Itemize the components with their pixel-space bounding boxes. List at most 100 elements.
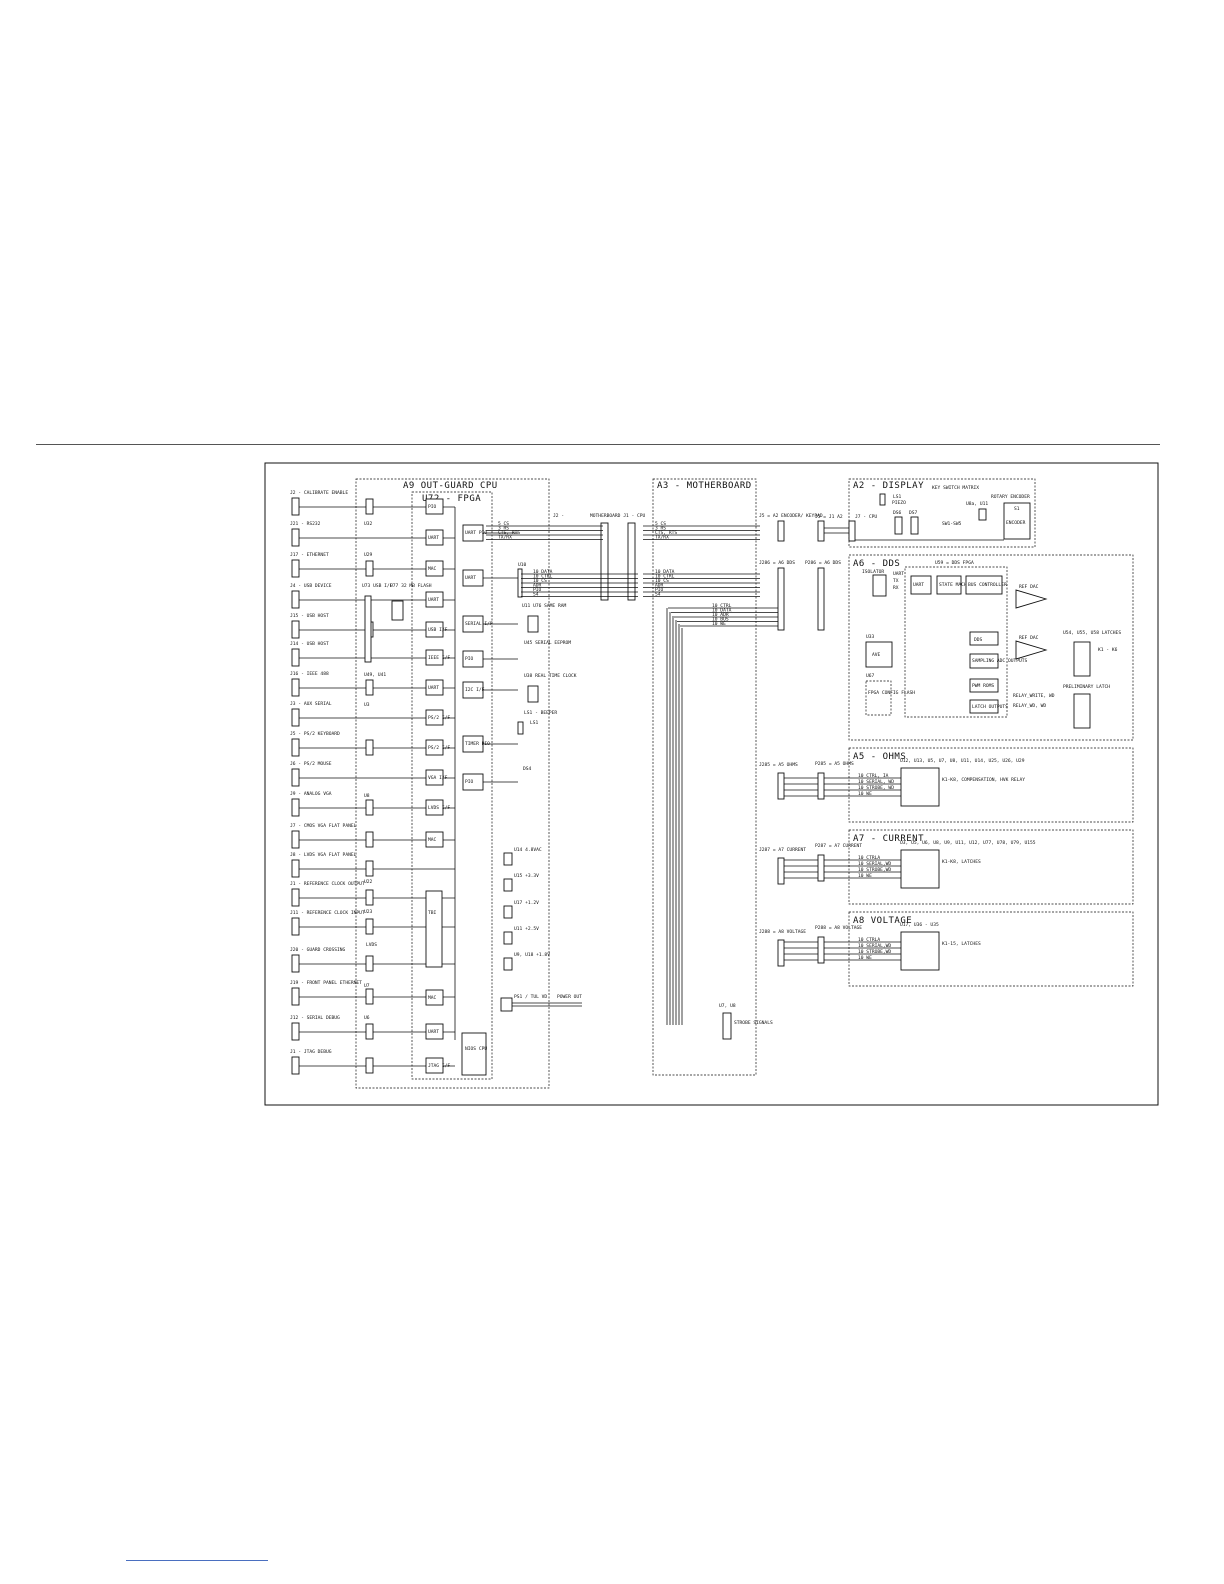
ls1-beeper-label: LS1 - BEEPER <box>524 710 557 716</box>
regulator-block <box>500 997 513 1012</box>
a5-signal: 10 STROBE, WD <box>858 785 894 791</box>
left-buffer <box>365 560 374 577</box>
a7-desc: K1-K8, LATCHES <box>942 859 981 865</box>
ds4-label: DS4 <box>523 766 532 772</box>
a6-latch-block <box>969 699 999 714</box>
a2-ls1-sub: PIEZO <box>892 500 906 506</box>
bus-signal: CTS, RTS <box>498 530 520 536</box>
a3-j288-label: J288 = A8 VOLTAGE <box>759 929 806 935</box>
left-connector-label: J4 - USB DEVICE <box>290 583 332 589</box>
fpga-right-label: PIO <box>465 779 474 785</box>
u11-block <box>527 615 539 633</box>
a6-u33-label: U33 <box>866 634 875 640</box>
fpga-block-label: IEEE I/F <box>428 655 450 661</box>
left-connector <box>291 888 300 907</box>
a3-title: A3 - MOTHERBOARD <box>657 481 752 491</box>
left-connector <box>291 917 300 936</box>
part-u3: U3 <box>364 702 370 708</box>
a8-desc: K1-15, LATCHES <box>942 941 981 947</box>
a2-sw-label: SW1-SW5 <box>942 521 962 527</box>
supply-regulator <box>503 931 513 945</box>
bus-signal: 10 CTRL <box>533 574 553 580</box>
a2-rotary-label: ROTARY ENCODER <box>991 494 1030 500</box>
left-connector <box>291 559 300 578</box>
part-u22: U22 <box>364 879 373 885</box>
a6-uart-block <box>910 575 932 595</box>
fpga-block-label: UART <box>428 685 439 691</box>
left-connector-label: J8 - LVDS VGA FLAT PANEL <box>290 852 357 858</box>
a5-signal: 10 CTRL, IA <box>858 773 889 779</box>
a7-signal: 10 WE <box>858 873 872 879</box>
bus-signal: 5 CS <box>498 521 509 527</box>
bus-signal: PIO <box>533 587 542 593</box>
left-connector <box>291 859 300 878</box>
a6-section-box <box>848 554 1134 741</box>
a8-connector-label: P288 = A8 VOLTAGE <box>815 925 862 931</box>
a6-state-block <box>936 575 962 595</box>
regulator-label: PS1 / TUL VD <box>514 994 547 1000</box>
a2-ls1-symbol <box>879 493 886 506</box>
a5-connector <box>817 772 825 800</box>
a9-section-box <box>355 478 550 1089</box>
diagram-frame <box>264 462 1159 1106</box>
fpga-block-label: PS/2 I/F <box>428 715 450 721</box>
bus-signal: ADR <box>655 583 664 589</box>
a7-signal: 10 STROBE,WD <box>858 867 891 873</box>
left-connector-label: J5 - PS/2 KEYBOARD <box>290 731 340 737</box>
bus-signal: 10 DATA <box>533 569 553 575</box>
left-connector <box>291 620 300 639</box>
a2-ds7-label: DS7 <box>909 510 918 516</box>
u77-label: U77 32 MB FLASH <box>390 583 432 589</box>
supply-label: U14 4.8VAC <box>514 847 542 853</box>
fpga-right-label: UART <box>465 575 476 581</box>
a6-fpga-label: U59 = DDS FPGA <box>935 560 974 566</box>
mb-j1-label: MOTHERBOARD J1 - CPU <box>590 513 646 519</box>
fpga-block-label: VGA I/F <box>428 775 448 781</box>
a6-dds-block <box>969 631 999 646</box>
a7-connector <box>817 854 825 882</box>
a6-latch-label: LATCH OUTPUTS <box>972 704 1008 710</box>
left-connector <box>291 590 300 609</box>
left-connector-label: J12 - SERIAL DEBUG <box>290 1015 340 1021</box>
a8-signal: 10 CTRLA <box>858 937 880 943</box>
fpga-block <box>425 709 444 726</box>
a6-relay-top: U54, U55, U58 LATCHES <box>1063 630 1121 636</box>
bus-signal: TX/RX <box>655 535 669 541</box>
tbi-label: TBI <box>428 910 437 916</box>
fpga-block <box>425 679 444 696</box>
a6-pwm-label: PWM ROMS <box>972 683 994 689</box>
left-buffer <box>365 889 374 906</box>
u38-block <box>527 685 539 703</box>
fpga-block <box>425 1057 444 1074</box>
u45-label: U45 SERIAL EEPROM <box>524 640 571 646</box>
bus-signal: CTS, RTS <box>655 530 677 536</box>
a6-dac2-label: REF DAC <box>1019 635 1039 641</box>
fpga-block <box>425 621 444 638</box>
a6-ave-label: AVE <box>872 652 881 658</box>
strobe-note: STROBE SIGNALS <box>734 1020 773 1026</box>
a7-connector-label: P287 = A7 CURRENT <box>815 843 862 849</box>
left-connector <box>291 1022 300 1041</box>
a6-sampling-block <box>969 653 999 669</box>
bus-signal: 10 DATA <box>655 569 675 575</box>
fpga-block-label: PIO <box>428 504 437 510</box>
j2-header <box>600 522 609 601</box>
fpga-block <box>425 560 444 577</box>
left-connector <box>291 1056 300 1075</box>
fpga-right-label: PIO <box>465 656 474 662</box>
a8-signal: 10 STROBE,WD <box>858 949 891 955</box>
a6-k-label: K1 - K6 <box>1098 647 1118 653</box>
a6-latch-bot <box>1073 693 1091 729</box>
a8-connector <box>817 936 825 964</box>
a8-latch-block <box>900 931 940 971</box>
a3-j285-label: J285 = A5 OHMS <box>759 762 798 768</box>
u11-label: U11 U76 SAME RAM <box>522 603 566 609</box>
a6-pwm-block <box>969 678 999 693</box>
a7-latch-block <box>900 849 940 889</box>
left-connector <box>291 987 300 1006</box>
a3-section-box <box>652 478 757 1076</box>
left-connector-label: J6 - PS/2 MOUSE <box>290 761 332 767</box>
a5-section-box <box>848 747 1134 823</box>
